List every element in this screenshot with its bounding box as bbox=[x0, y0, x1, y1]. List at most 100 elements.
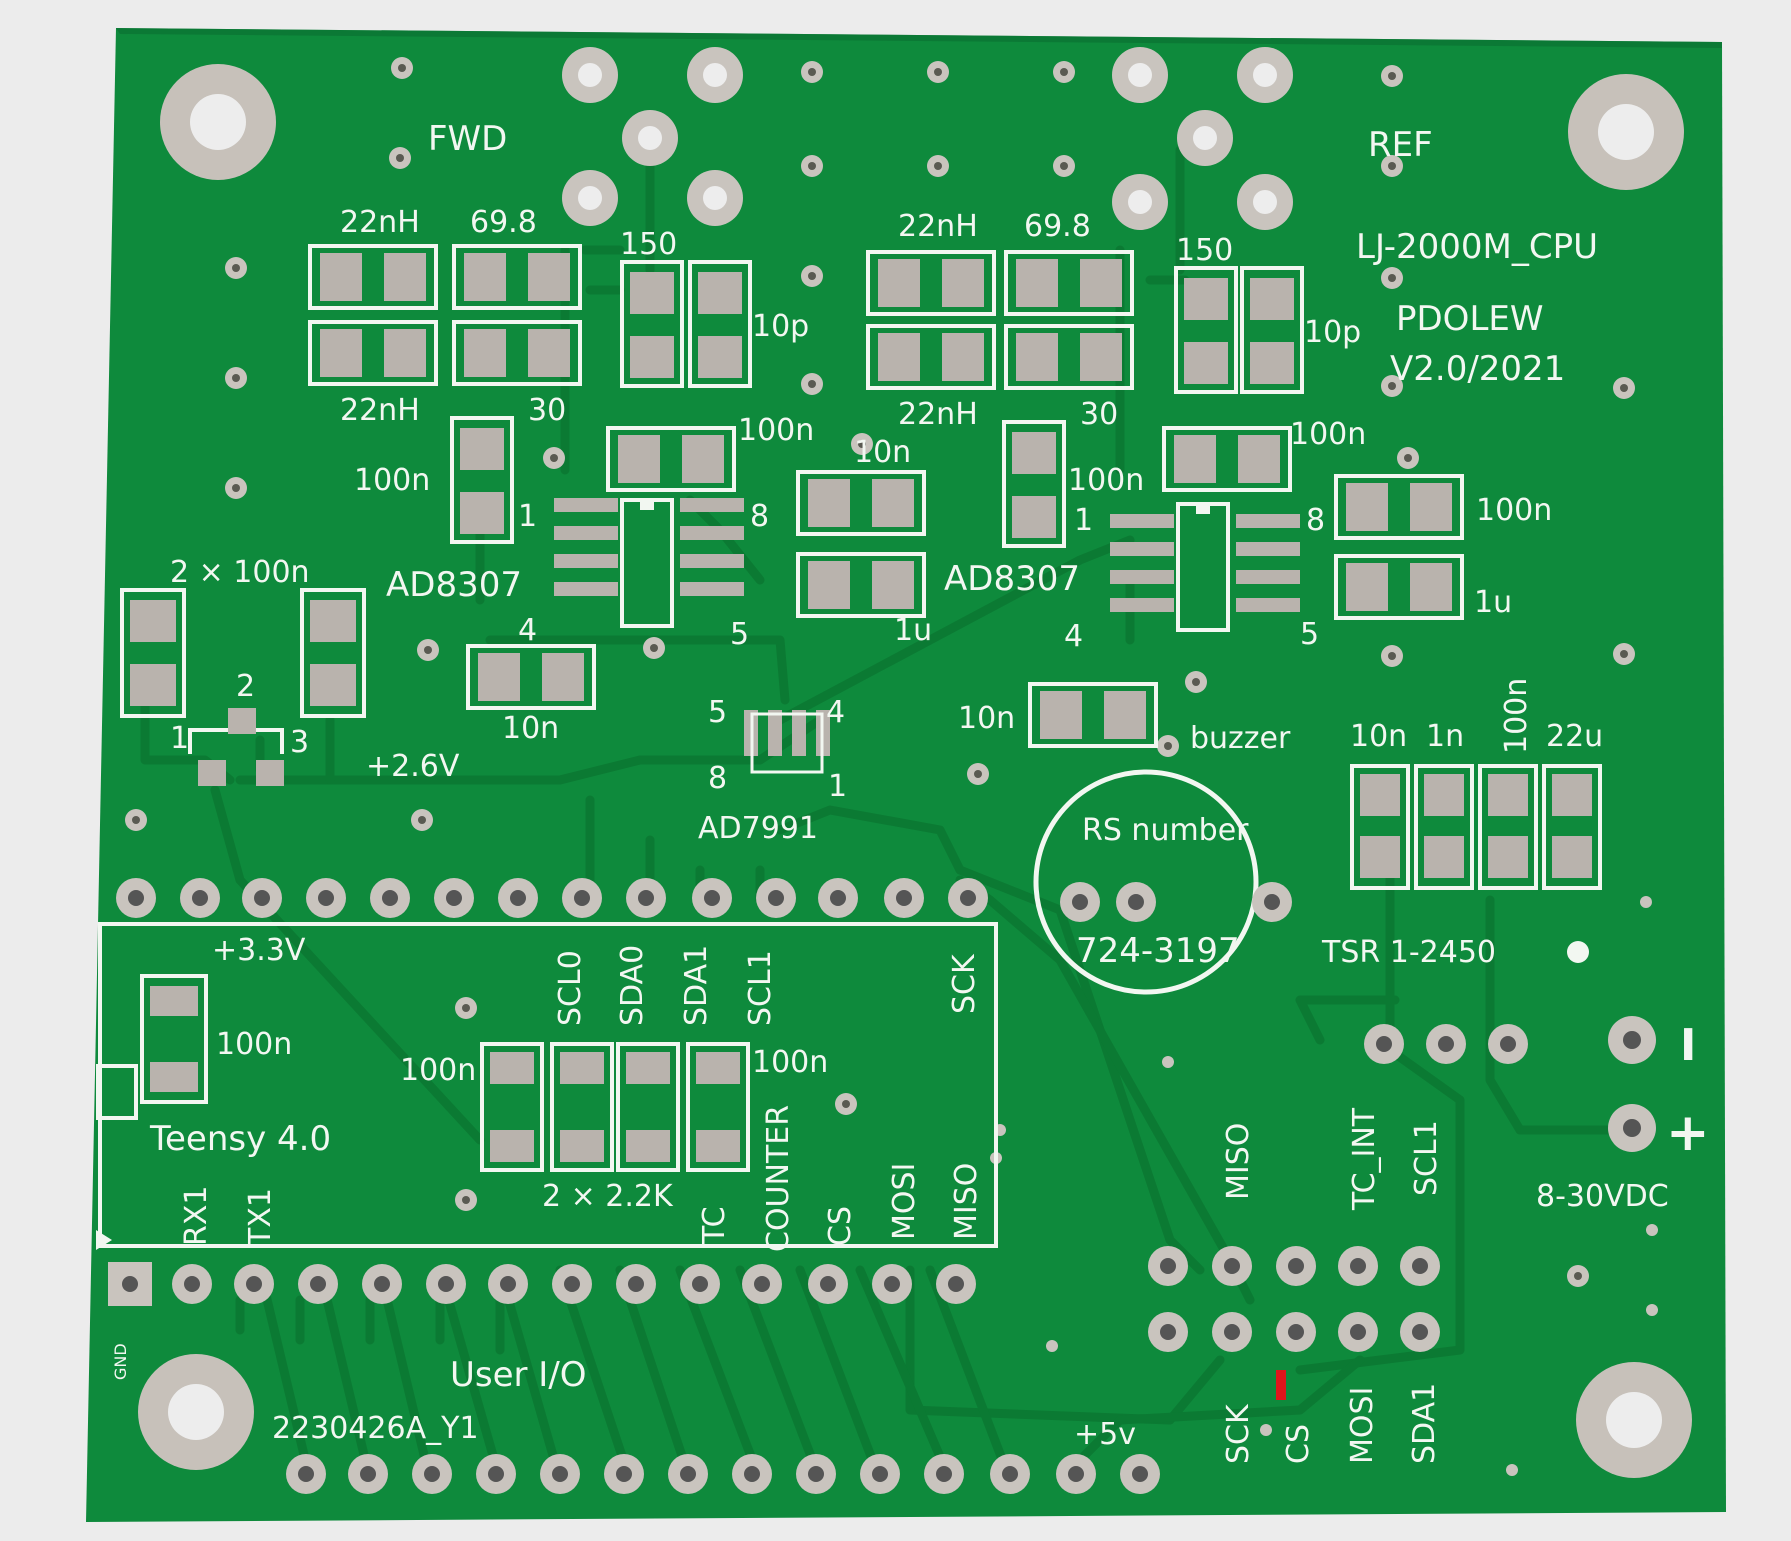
hdr-scl1-label: SCL1 bbox=[1409, 1120, 1444, 1196]
board-title: LJ-2000M_CPU bbox=[1356, 227, 1598, 267]
fwd-l2-label: 22nH bbox=[340, 393, 420, 428]
ref-pin1-label: 1 bbox=[1074, 503, 1093, 538]
fwd-c2-label: 100n bbox=[354, 463, 430, 498]
teensy-bottom-pin-holes bbox=[122, 1276, 964, 1292]
label-cs: CS bbox=[823, 1206, 858, 1246]
caps-2x-label: 2 × 100n bbox=[170, 555, 310, 590]
fwd-c1-label: 10p bbox=[752, 309, 809, 344]
ref-c5-label: 1u bbox=[1474, 585, 1512, 620]
teensy-sck-label: SCK bbox=[947, 953, 982, 1014]
mounting-holes bbox=[138, 64, 1692, 1478]
ref-c6-label: 10n bbox=[958, 701, 1015, 736]
fwd-c5-label: 1u bbox=[894, 613, 932, 648]
pullup-value-label: 2 × 2.2K bbox=[542, 1179, 674, 1214]
ref-r2-label: 30 bbox=[1080, 397, 1118, 432]
teensy-top-pin-holes bbox=[128, 890, 976, 906]
i2c-label-scl1: SCL1 bbox=[743, 950, 778, 1026]
ad7991-footprint bbox=[744, 710, 830, 774]
mounting-hole-top-right bbox=[1568, 74, 1684, 190]
adc-pin5-label: 5 bbox=[708, 695, 727, 730]
fwd-l1-label: 22nH bbox=[340, 205, 420, 240]
v26-label: +2.6V bbox=[366, 749, 460, 784]
label-tc: TC bbox=[697, 1206, 732, 1245]
adc-pin1-label: 1 bbox=[828, 769, 847, 804]
ref-r1-label: 69.8 bbox=[1024, 209, 1091, 244]
label-tx1: TX1 bbox=[243, 1188, 278, 1247]
tsr-cap-22u: 22u bbox=[1546, 719, 1603, 754]
i2c-label-sda0: SDA0 bbox=[615, 945, 650, 1026]
v5-label: +5v bbox=[1074, 1417, 1136, 1452]
ref-c4-label: 100n bbox=[1476, 493, 1552, 528]
tsr-cap-1n: 1n bbox=[1426, 719, 1464, 754]
label-rx1: RX1 bbox=[179, 1186, 214, 1246]
teensy-name: Teensy 4.0 bbox=[149, 1119, 331, 1159]
fwd-pin1-label: 1 bbox=[518, 499, 537, 534]
ref-c3-label: 100n bbox=[1290, 417, 1366, 452]
ref-r3-label: 150 bbox=[1176, 233, 1233, 268]
fwd-pin5-label: 5 bbox=[730, 617, 749, 652]
ref-label: REF bbox=[1368, 125, 1433, 165]
board-edge-shade bbox=[116, 28, 1722, 48]
label-counter: COUNTER bbox=[761, 1105, 796, 1252]
reg-pin1-label: 1 bbox=[170, 721, 189, 756]
fwd-c6-label: 10n bbox=[502, 711, 559, 746]
sma-holes bbox=[578, 63, 1277, 214]
ref-pin4-label: 4 bbox=[1064, 619, 1083, 654]
lot-code-label: 2230426A_Y1 bbox=[272, 1411, 479, 1446]
fwd-label: FWD bbox=[428, 119, 507, 159]
power-plus: + bbox=[1666, 1103, 1710, 1163]
tsr-cap-footprints bbox=[1350, 764, 1602, 963]
buzzer-rs-title: RS number bbox=[1082, 813, 1249, 848]
ic-ref-label: AD8307 bbox=[944, 559, 1080, 599]
pullup-right-label: 100n bbox=[752, 1045, 828, 1080]
label-mosi: MOSI bbox=[887, 1163, 922, 1240]
ref-c2-label: 100n bbox=[1068, 463, 1144, 498]
regulator-footprints bbox=[120, 588, 366, 786]
ref-pin5-label: 5 bbox=[1300, 617, 1319, 652]
fwd-r2-label: 30 bbox=[528, 393, 566, 428]
reg-pin3-label: 3 bbox=[290, 725, 309, 760]
reg-pin2-label: 2 bbox=[236, 669, 255, 704]
gnd-label: GND bbox=[111, 1343, 130, 1380]
tsr-pins bbox=[1364, 1024, 1528, 1064]
cs-marker bbox=[1276, 1370, 1286, 1400]
user-io-pin-holes bbox=[298, 1466, 1148, 1482]
hdr-sck-label: SCK bbox=[1221, 1403, 1256, 1464]
fwd-c3-label: 100n bbox=[738, 413, 814, 448]
fwd-rf-footprints bbox=[308, 244, 926, 710]
i2c-label-sda1: SDA1 bbox=[679, 945, 714, 1026]
hdr-mosi-label: MOSI bbox=[1345, 1387, 1380, 1464]
board-author: PDOLEW bbox=[1396, 299, 1544, 339]
power-input-pins bbox=[1608, 1016, 1656, 1152]
ref-pin8-label: 8 bbox=[1306, 503, 1325, 538]
mounting-hole-top-left bbox=[160, 64, 276, 180]
fwd-c4-label: 10n bbox=[854, 435, 911, 470]
fwd-r3-label: 150 bbox=[620, 227, 677, 262]
tsr-cap-100n: 100n bbox=[1499, 678, 1534, 754]
ref-rf-footprints bbox=[866, 250, 1464, 748]
buzzer-footprint bbox=[1033, 769, 1292, 995]
ref-l1-label: 22nH bbox=[898, 209, 978, 244]
label-miso: MISO bbox=[949, 1163, 984, 1240]
fwd-pin4-label: 4 bbox=[518, 613, 537, 648]
board-version: V2.0/2021 bbox=[1390, 349, 1565, 389]
mounting-hole-bottom-right bbox=[1576, 1362, 1692, 1478]
ref-c1-label: 10p bbox=[1304, 315, 1361, 350]
teensy-bottom-pins bbox=[108, 1262, 976, 1306]
v33-label: +3.3V bbox=[212, 933, 306, 968]
pullup-left-label: 100n bbox=[400, 1053, 476, 1088]
buzzer-label: buzzer bbox=[1190, 721, 1291, 756]
user-io-label: User I/O bbox=[450, 1355, 587, 1395]
hdr-cs-label: CS bbox=[1281, 1424, 1316, 1464]
power-minus: I bbox=[1680, 1020, 1696, 1071]
tsr-label: TSR 1-2450 bbox=[1321, 935, 1496, 970]
tsr-cap-10n: 10n bbox=[1350, 719, 1407, 754]
hdr-miso-label: MISO bbox=[1221, 1123, 1256, 1200]
ad8307-fwd-footprint bbox=[554, 498, 744, 628]
hdr-sda1-label: SDA1 bbox=[1407, 1383, 1442, 1464]
adc-pin8-label: 8 bbox=[708, 761, 727, 796]
ic-fwd-label: AD8307 bbox=[386, 565, 522, 605]
fwd-pin8-label: 8 bbox=[750, 499, 769, 534]
